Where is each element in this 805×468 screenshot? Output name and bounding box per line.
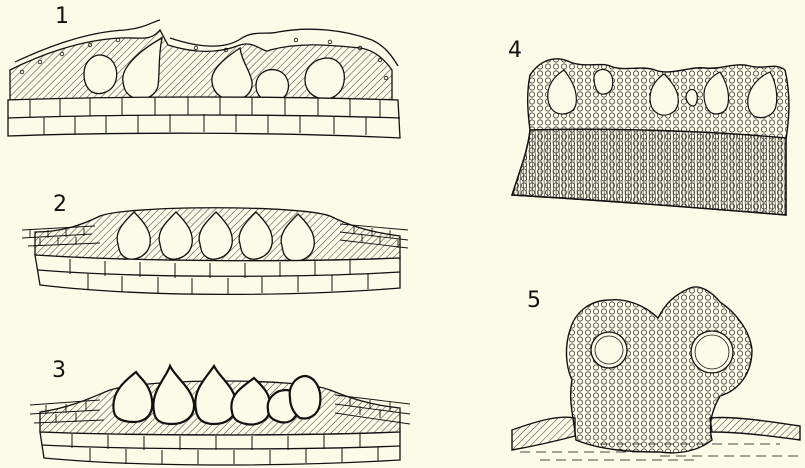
figure-2-drawing	[22, 208, 408, 295]
figure-4-drawing	[512, 59, 789, 215]
figure-1-drawing	[8, 20, 400, 138]
figure-5-drawing	[512, 287, 800, 460]
figure-3-drawing	[30, 366, 410, 465]
